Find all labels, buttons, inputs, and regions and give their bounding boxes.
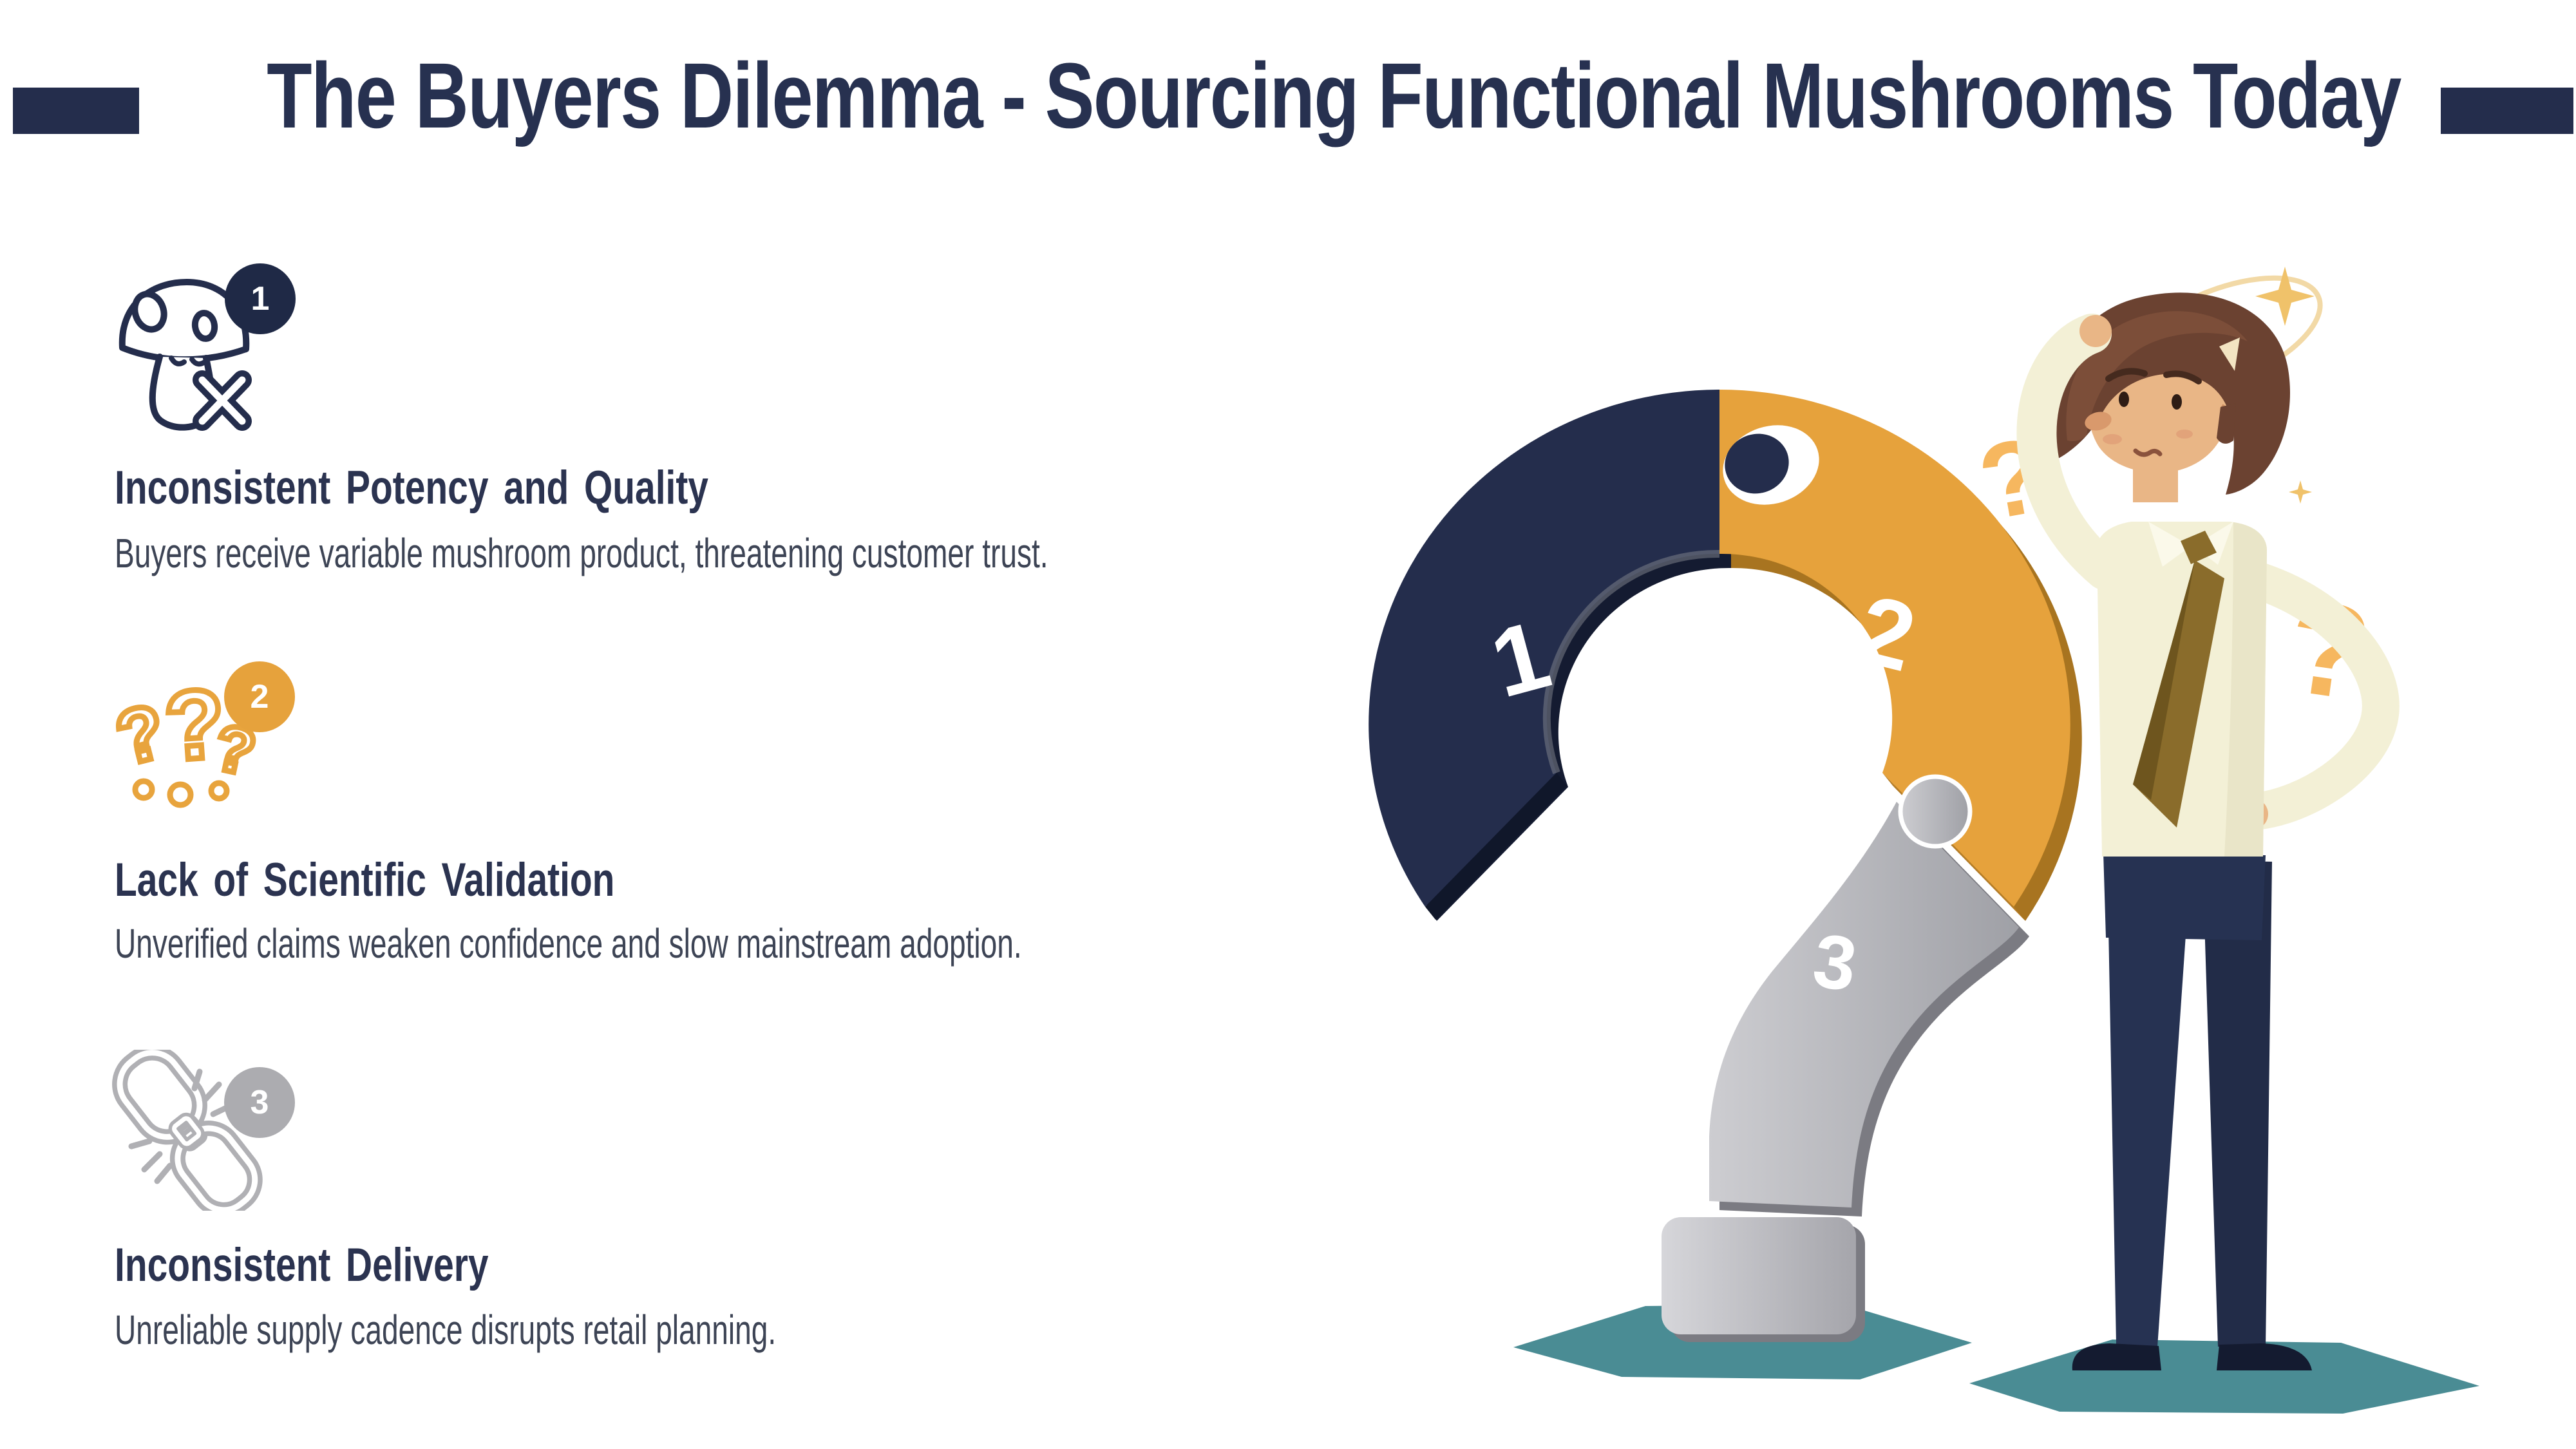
question-mark-illustration: ? ? bbox=[1320, 245, 2576, 1449]
puzzle-piece-1 bbox=[1368, 390, 1719, 907]
header-right-bar bbox=[2441, 88, 2573, 134]
item-3-number: 3 bbox=[250, 1084, 269, 1121]
puzzle-piece-2 bbox=[1719, 390, 2070, 907]
item-3-heading: Inconsistent Delivery bbox=[115, 1239, 489, 1291]
item-1-heading: Inconsistent Potency and Quality bbox=[115, 462, 708, 514]
page-title: The Buyers Dilemma - Sourcing Functional… bbox=[0, 43, 2576, 149]
page-title-text: The Buyers Dilemma - Sourcing Functional… bbox=[267, 44, 2401, 147]
item-3-number-badge: 3 bbox=[224, 1067, 295, 1138]
item-2-number-badge: 2 bbox=[224, 661, 295, 732]
header-left-bar bbox=[13, 88, 139, 134]
svg-text:?: ? bbox=[161, 668, 228, 782]
item-1-body: Buyers receive variable mushroom product… bbox=[115, 530, 1048, 576]
confused-man bbox=[2016, 292, 2400, 1370]
right-shoe bbox=[2217, 1343, 2312, 1370]
item-3-body: Unreliable supply cadence disrupts retai… bbox=[115, 1307, 777, 1353]
puzzle-question-mark: 1 2 3 bbox=[1368, 390, 2082, 1342]
item-2-number: 2 bbox=[250, 678, 269, 715]
item-1-number-badge: 1 bbox=[225, 263, 296, 334]
puzzle-piece-3 bbox=[1709, 802, 2019, 1208]
broken-chain-icon bbox=[108, 1045, 269, 1218]
left-shoe bbox=[2072, 1343, 2161, 1370]
question-marks-icon: ? ? ? bbox=[105, 662, 269, 810]
item-2-body: Unverified claims weaken confidence and … bbox=[115, 920, 1022, 967]
stem-puzzle-knob bbox=[1898, 774, 1973, 849]
question-mark-dot bbox=[1662, 1217, 1856, 1334]
item-2-heading: Lack of Scientific Validation bbox=[115, 854, 615, 906]
item-1-number: 1 bbox=[251, 280, 270, 317]
